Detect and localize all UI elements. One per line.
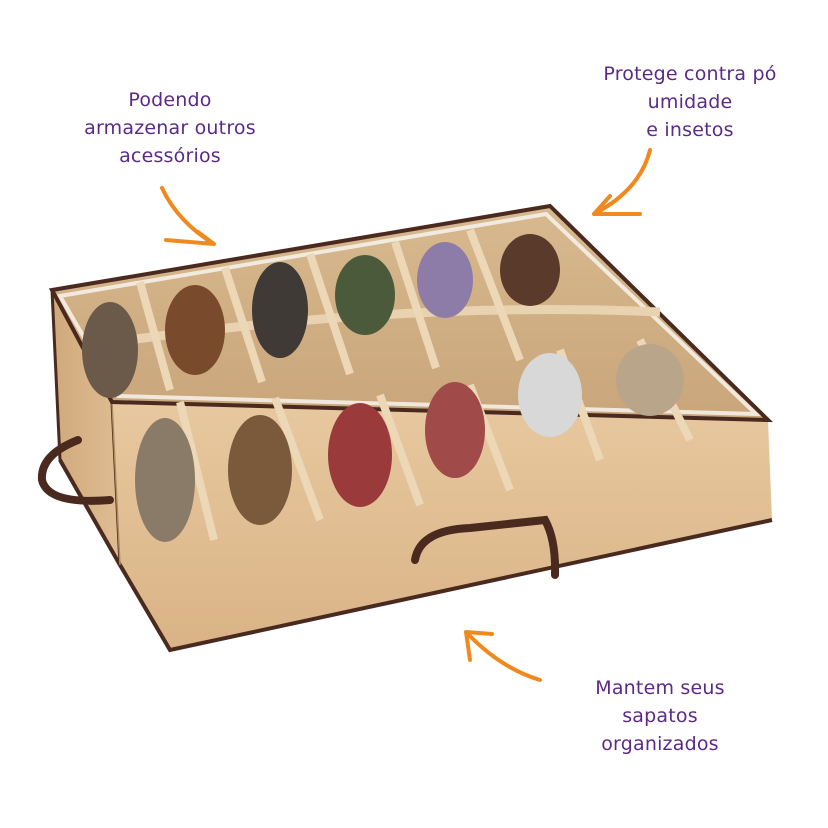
curved-arrow-icon [160, 186, 216, 246]
callout-protection: Protege contra pó umidade e insetos [560, 60, 820, 144]
callout-line: e insetos [646, 119, 734, 141]
organizer-bottom-piping [58, 459, 773, 653]
front-handle[interactable] [411, 515, 560, 579]
callout-line: armazenar outros [84, 117, 256, 139]
callout-line: Podendo [128, 89, 212, 111]
callout-organized: Mantem seus sapatos organizados [545, 674, 775, 758]
curved-arrow-icon [592, 148, 652, 216]
callout-storage-accessories: Podendo armazenar outros acessórios [40, 86, 300, 170]
side-handle[interactable] [37, 436, 114, 505]
callout-line: Protege contra pó [603, 63, 777, 85]
shoes [82, 234, 684, 542]
curved-arrow-icon [464, 630, 542, 682]
divider-grid [136, 228, 694, 541]
callout-line: umidade [647, 91, 733, 113]
callout-line: Mantem seus [595, 677, 725, 699]
callout-line: acessórios [119, 145, 221, 167]
callout-line: sapatos [622, 705, 698, 727]
callout-line: organizados [601, 733, 719, 755]
